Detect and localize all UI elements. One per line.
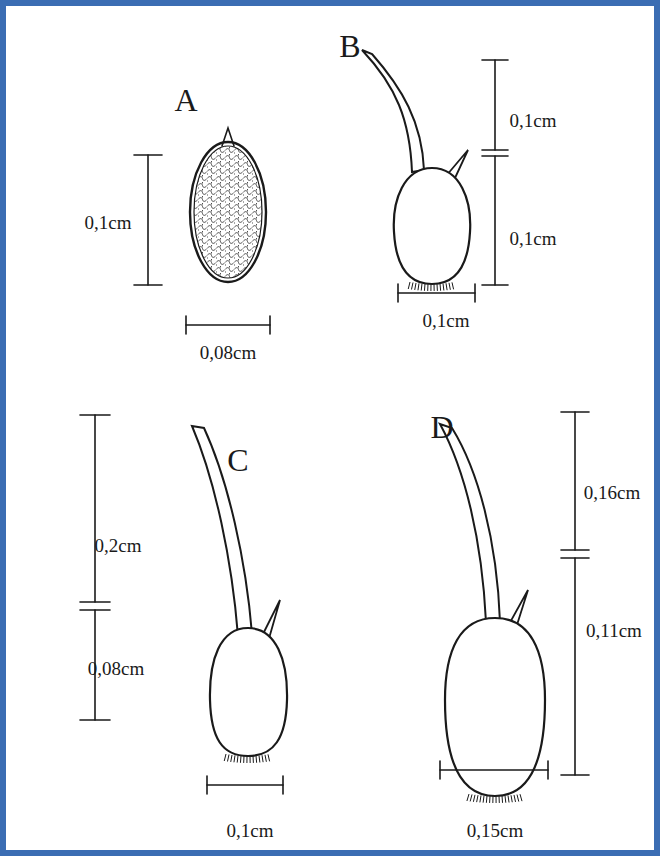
root-hair <box>437 284 438 291</box>
root-hair <box>434 284 435 291</box>
figure-letter: B <box>339 30 360 62</box>
root-hair <box>246 756 247 763</box>
root-hair <box>483 796 485 803</box>
root-hair <box>446 283 447 290</box>
root-hair <box>418 283 419 290</box>
root-hair <box>477 795 478 802</box>
root-hair <box>250 756 251 763</box>
figure-letter: C <box>227 444 248 476</box>
root-hair <box>224 754 226 761</box>
root-hair <box>452 282 454 289</box>
dimension-label: 0,1cm <box>85 213 132 232</box>
root-hair <box>234 755 235 762</box>
root-hair <box>517 795 519 802</box>
root-hair <box>467 794 469 801</box>
root-hair <box>256 756 258 763</box>
root-hair <box>265 755 266 762</box>
root-hair <box>227 755 229 762</box>
figure-letter: A <box>174 84 197 116</box>
figure-letter: D <box>430 411 453 443</box>
dimension-label: 0,2cm <box>95 536 142 555</box>
root-hair <box>240 756 242 763</box>
root-hair <box>443 284 445 291</box>
root-hair <box>430 284 431 291</box>
root-hair <box>486 796 488 803</box>
dimension-label: 0,1cm <box>423 311 470 330</box>
root-hair <box>415 283 416 290</box>
dimension-label: 0,1cm <box>510 111 557 130</box>
root-hair <box>411 283 413 290</box>
root-hair <box>237 756 239 763</box>
root-hair <box>505 796 507 803</box>
root-hair <box>259 756 261 763</box>
dimension-label: 0,16cm <box>584 483 640 502</box>
root-hair <box>470 794 472 801</box>
root-hair <box>243 756 244 763</box>
root-hair <box>502 796 504 803</box>
root-hair <box>508 796 509 803</box>
root-hair <box>520 794 522 801</box>
root-hair <box>231 755 232 762</box>
root-hair <box>511 795 512 802</box>
dimension-label: 0,1cm <box>227 821 274 840</box>
dimension-label: 0,11cm <box>586 621 642 640</box>
root-hair <box>253 756 254 763</box>
root-hair <box>268 754 270 761</box>
root-hair <box>427 284 428 291</box>
root-hair <box>514 795 516 802</box>
dimension-label: 0,15cm <box>467 821 523 840</box>
root-hair <box>449 283 450 290</box>
root-hair <box>489 796 490 803</box>
root-hair <box>473 795 475 802</box>
root-hair <box>496 796 497 803</box>
root-hair <box>262 755 263 762</box>
root-hair <box>440 284 442 291</box>
root-hair <box>424 284 426 291</box>
root-hair <box>499 796 500 803</box>
root-hair <box>421 284 423 291</box>
dimension-label: 0,1cm <box>510 229 557 248</box>
dimension-label: 0,08cm <box>88 659 144 678</box>
root-hair <box>480 795 481 802</box>
root-hair <box>408 282 410 289</box>
root-hair <box>492 796 493 803</box>
dimension-label: 0,08cm <box>200 343 256 362</box>
